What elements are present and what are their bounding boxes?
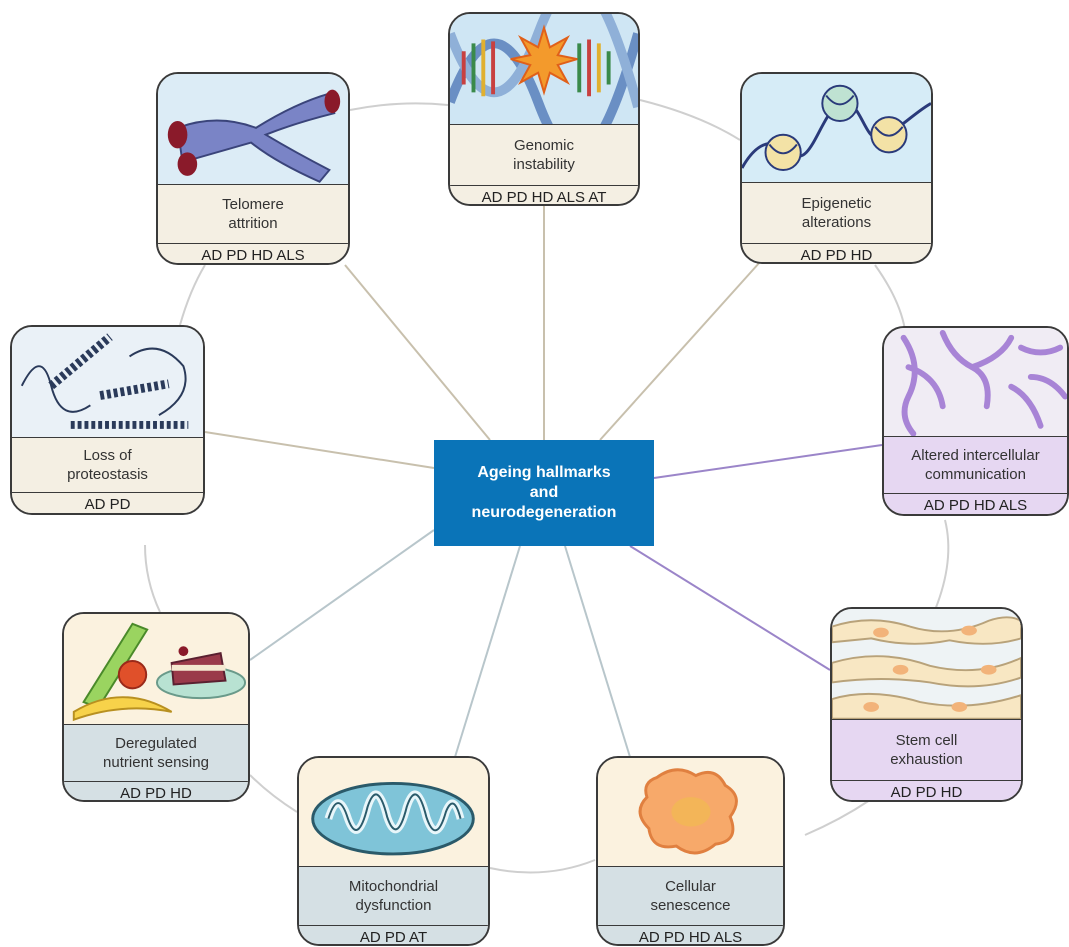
label-line-1: Cellular <box>665 877 716 895</box>
label-line-2: nutrient sensing <box>103 753 209 771</box>
disease-list: AD PD HD ALS <box>158 243 348 263</box>
disease-list: AD PD HD <box>832 780 1021 800</box>
neuron-network-icon <box>884 328 1067 437</box>
hallmark-card-senescence: Cellular senescence AD PD HD ALS <box>596 756 785 946</box>
food-icon <box>64 614 248 725</box>
hallmark-card-telomere: Telomere attrition AD PD HD ALS <box>156 72 350 265</box>
hallmark-card-stemcell: Stem cell exhaustion AD PD HD <box>830 607 1023 802</box>
disease-list: AD PD HD ALS <box>884 493 1067 514</box>
chromosome-icon <box>158 74 348 185</box>
disease-list: AD PD AT <box>299 925 488 944</box>
label-line-1: Telomere <box>222 195 284 213</box>
label-line-2: proteostasis <box>67 465 148 483</box>
dna-icon <box>450 14 638 125</box>
center-title-line-3: neurodegeneration <box>471 504 617 521</box>
spokes <box>204 205 883 758</box>
hallmark-card-proteostasis: Loss of proteostasis AD PD <box>10 325 205 515</box>
hallmark-card-intercellular: Altered intercellular communication AD P… <box>882 326 1069 516</box>
center-title-box: Ageing hallmarks and neurodegeneration <box>434 440 654 546</box>
protein-coil-icon <box>12 327 203 438</box>
disease-list: AD PD <box>12 492 203 513</box>
hallmark-label: Epigenetic alterations <box>742 182 931 244</box>
label-line-1: Stem cell <box>895 731 958 749</box>
label-line-2: dysfunction <box>355 896 432 914</box>
label-line-2: alterations <box>801 213 872 231</box>
label-line-1: Altered intercellular <box>911 446 1040 464</box>
senescent-cell-icon <box>598 758 783 867</box>
disease-list: AD PD HD <box>64 781 248 800</box>
hallmark-label: Loss of proteostasis <box>12 437 203 493</box>
label-line-1: Mitochondrial <box>348 877 439 895</box>
hallmark-label: Telomere attrition <box>158 184 348 244</box>
hallmark-label: Mitochondrial dysfunction <box>299 866 488 926</box>
stem-cells-icon <box>832 609 1021 720</box>
label-line-2: attrition <box>228 214 278 232</box>
hallmark-card-epigenetic: Epigenetic alterations AD PD HD <box>740 72 933 264</box>
chromatin-icon <box>742 74 931 183</box>
hallmark-label: Deregulated nutrient sensing <box>64 724 248 782</box>
disease-list: AD PD HD ALS <box>598 925 783 944</box>
label-line-1: Loss of <box>83 446 132 464</box>
hallmark-card-mitochondrial: Mitochondrial dysfunction AD PD AT <box>297 756 490 946</box>
hallmark-label: Cellular senescence <box>598 866 783 926</box>
hallmark-card-genomic: Genomic instability AD PD HD ALS AT <box>448 12 640 206</box>
label-line-2: communication <box>925 465 1026 483</box>
label-line-2: exhaustion <box>890 750 963 768</box>
hallmark-card-nutrient: Deregulated nutrient sensing AD PD HD <box>62 612 250 802</box>
label-line-2: instability <box>513 155 575 173</box>
center-title-line-2: and <box>529 484 559 501</box>
center-title-line-1: Ageing hallmarks <box>477 464 611 481</box>
label-line-1: Genomic <box>513 136 575 154</box>
mitochondrion-icon <box>299 758 488 867</box>
outer-ring <box>144 99 950 874</box>
hallmark-label: Stem cell exhaustion <box>832 719 1021 781</box>
disease-list: AD PD HD <box>742 243 931 262</box>
disease-list: AD PD HD ALS AT <box>450 185 638 204</box>
hallmark-label: Genomic instability <box>450 124 638 186</box>
label-line-1: Epigenetic <box>801 194 872 212</box>
hallmark-label: Altered intercellular communication <box>884 436 1067 494</box>
label-line-1: Deregulated <box>115 734 197 752</box>
label-line-2: senescence <box>650 896 731 914</box>
